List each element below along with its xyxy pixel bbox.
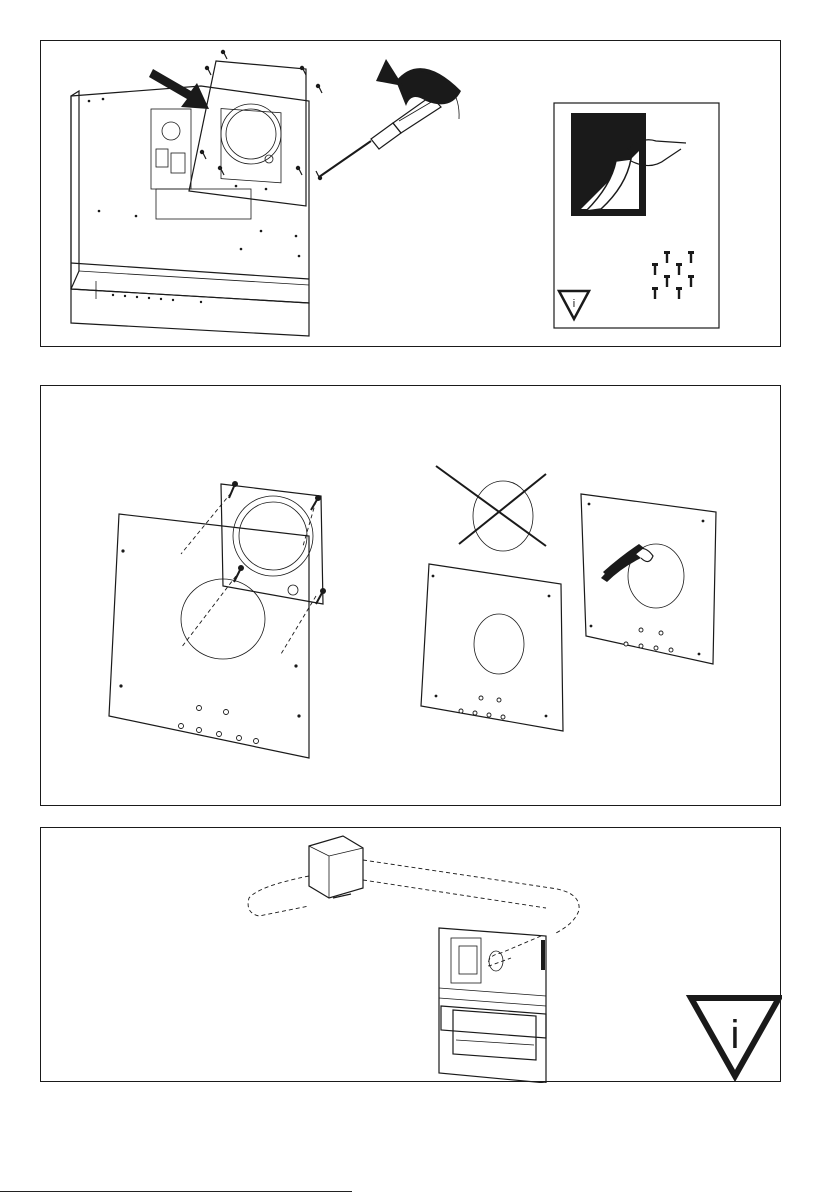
plate-without-collar: [421, 564, 563, 731]
cover-plate-illustration: [189, 61, 306, 206]
screws: [200, 50, 322, 180]
info-triangle-icon: i: [691, 998, 779, 1076]
external-outlet-box: [309, 836, 363, 898]
step-1-panel: i: [40, 40, 781, 347]
step-2-panel: [40, 385, 781, 806]
info-triangle-icon: i: [559, 291, 589, 319]
cross-out-icon: [436, 466, 546, 551]
info-card: i: [554, 103, 719, 328]
duct-pipe: [248, 860, 579, 971]
plate-cutting-with-pliers: [581, 494, 716, 664]
pliers-icon: [601, 544, 653, 582]
screw-set-icon: [652, 251, 694, 299]
mounting-plate-with-collar: [109, 481, 326, 758]
hood-unit-installed: [439, 928, 546, 1083]
rotation-arrow-icon: [376, 59, 461, 119]
svg-text:i: i: [731, 1013, 740, 1057]
step-3-panel: i: [40, 827, 781, 1082]
svg-text:i: i: [573, 298, 575, 310]
screwdriver-icon: [319, 96, 441, 177]
peel-film-icon: [571, 113, 686, 216]
